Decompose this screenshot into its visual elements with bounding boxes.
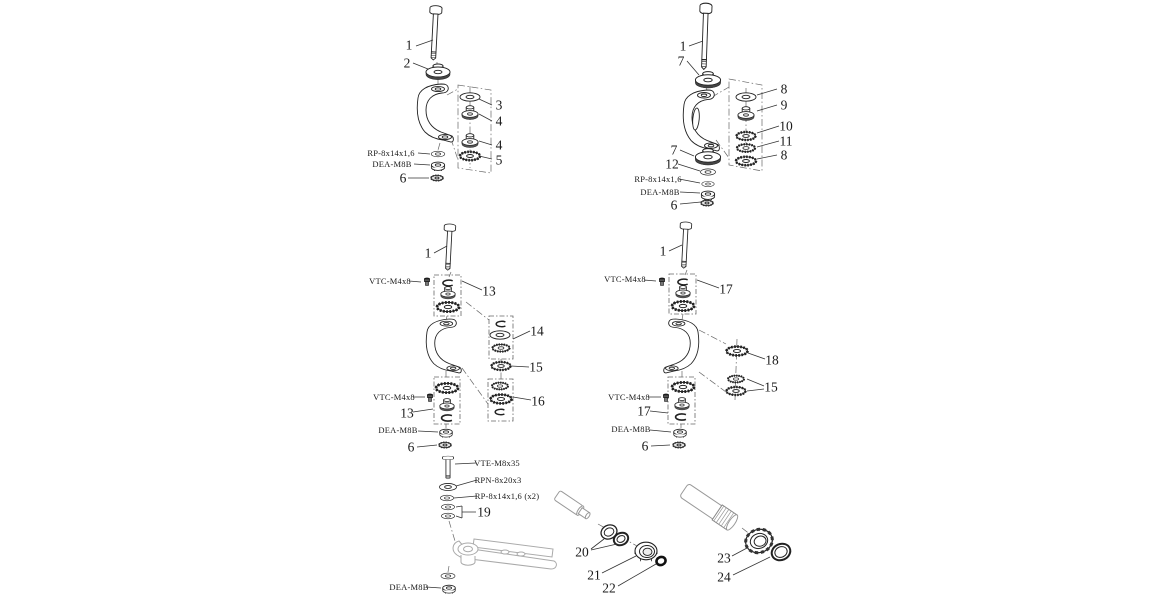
bracket-illustration [682,89,720,152]
foldout-box [728,78,763,172]
part-number-callout: 16 [531,393,545,409]
group-bottom-right [680,484,792,562]
seal-24-illustration [770,542,792,562]
part-number-callout: 1 [405,37,413,53]
bracket-illustration [425,318,462,374]
part-number-callout: 13 [400,405,414,421]
part-number-callout: 6 [670,197,678,213]
nut-21-illustration [634,541,658,562]
rod-illustration [554,490,591,520]
part-number-callout: 23 [717,550,731,566]
part-number-callout: 10 [779,118,793,134]
part-number-callout: 4 [495,113,503,129]
assembly-bottom-left [439,455,557,595]
group-box-17-bottom [667,376,696,425]
assembly-middle-right [659,221,749,449]
part-number-callout: 17 [637,403,651,419]
part-number-callout: 14 [530,323,544,339]
ring-pair-20b [612,531,630,547]
set-screw-illustration [663,393,669,402]
ring-nut-23-illustration [744,527,774,555]
part-number-callout: 8 [780,147,788,163]
part-number-callout: 5 [495,152,503,168]
ring-pair-20 [600,524,618,540]
o-ring-22-illustration [655,555,667,567]
part-number-callout: 6 [399,170,407,186]
assembly-middle-left [424,223,514,449]
part-code-callout: VTC-M4x8 [604,273,646,284]
set-screw-illustration [659,277,665,286]
group-box-14 [488,315,514,360]
part-number-callout: 21 [587,567,601,583]
bolt-illustration [697,2,713,71]
group-box-17-top [668,273,697,315]
part-code-callout: RP-8x14x1,6 (x2) [474,490,540,501]
part-code-callout: DEA-M8B [389,581,429,592]
part-code-callout: VTC-M4x8 [373,391,415,402]
part-code-callout: RP-8x14x1,6 [634,173,682,184]
part-code-callout: DEA-M8B [372,158,412,169]
part-code-callout: DEA-M8B [640,186,680,197]
set-screw-illustration [427,393,433,402]
part-code-callout: VTC-M4x8 [369,275,411,286]
part-number-callout: 11 [779,133,793,149]
linkage-arm-illustration [452,538,557,570]
part-number-callout: 4 [495,137,503,153]
bolt-illustration [426,4,443,61]
group-box-16 [487,378,514,422]
part-number-callout: 8 [780,81,788,97]
part-number-callout: 3 [495,97,503,113]
part-code-callout: RP-8x14x1,6 [367,147,415,158]
foldout-box [457,84,492,174]
part-number-callout: 24 [717,569,731,585]
part-number-callout: 20 [575,544,589,560]
part-number-callout: 1 [424,245,432,261]
bracket-illustration [416,83,454,143]
part-code-callout: VTE-M8x35 [474,457,520,468]
part-number-callout: 2 [403,55,411,71]
part-number-callout: 15 [529,359,543,375]
part-number-callout: 9 [780,97,788,113]
part-number-callout: 7 [677,53,685,69]
group-bottom-middle [554,490,667,567]
bolt-illustration [441,223,457,271]
part-number-callout: 13 [482,283,496,299]
part-number-callout: 7 [670,142,678,158]
part-number-callout: 6 [641,438,649,454]
bracket-slot [692,107,700,131]
part-number-callout: 19 [477,504,491,520]
bracket-illustration [663,318,700,374]
assembly-top-right [682,2,763,207]
part-code-callout: DEA-M8B [611,423,651,434]
assembly-top-left [416,4,492,182]
part-number-callout: 6 [407,439,415,455]
part-number-callout: 12 [665,156,679,172]
part-code-callout: VTC-M4x8 [608,391,650,402]
part-number-callout: 1 [659,243,667,259]
part-number-callout: 15 [764,379,778,395]
leader-lines [408,39,780,589]
part-number-callout: 18 [765,352,779,368]
part-number-callout: 22 [602,580,616,596]
part-number-callout: 1 [679,38,687,54]
group-box-13-top [433,274,462,317]
shaft-illustration [680,484,739,531]
set-screw-illustration [424,277,430,286]
bushing-illustration [425,63,451,81]
part-code-callout: RPN-8x20x3 [474,474,522,485]
bolt-illustration [442,455,454,480]
bolt-illustration [677,221,693,269]
part-number-callout: 17 [719,281,733,297]
part-code-callout: DEA-M8B [378,424,418,435]
